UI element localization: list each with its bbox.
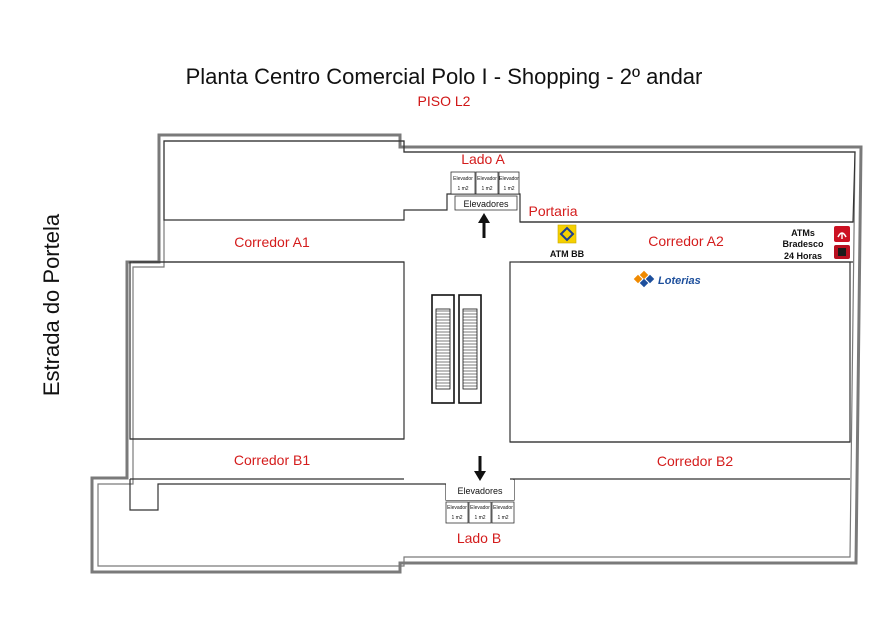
portaria-label: Portaria bbox=[528, 203, 577, 219]
elevator-car-capacity: 1 m2 bbox=[457, 186, 468, 192]
elevator-car-label: Elevador bbox=[493, 505, 513, 511]
elevator-car-capacity: 1 m2 bbox=[497, 515, 508, 521]
store-block-right bbox=[509, 261, 851, 443]
page-title: Planta Centro Comercial Polo I - Shoppin… bbox=[185, 64, 703, 89]
elevators-bottom: Elevadores Elevador 1 m2 Elevador 1 m2 E… bbox=[445, 480, 515, 524]
atm-bradesco-label-1: ATMs bbox=[791, 228, 815, 238]
loterias-icon bbox=[633, 270, 655, 288]
elevators-top: Elevador 1 m2 Elevador 1 m2 Elevador 1 m… bbox=[450, 171, 520, 211]
loterias-label: Loterias bbox=[658, 275, 701, 287]
bradesco-icon bbox=[834, 226, 850, 242]
elevator-car-label: Elevador bbox=[477, 176, 497, 182]
atm-bb-label: ATM BB bbox=[550, 249, 585, 259]
elevator-car-label: Elevador bbox=[499, 176, 519, 182]
elevator-car-label: Elevador bbox=[447, 505, 467, 511]
arrow-down-icon bbox=[474, 456, 486, 481]
atm-bradesco-label-3: 24 Horas bbox=[784, 251, 822, 261]
atm-bradesco-label-2: Bradesco bbox=[782, 239, 824, 249]
corredor-a1-label: Corredor A1 bbox=[234, 234, 310, 250]
24-horas-icon bbox=[834, 245, 850, 259]
elevator-car-label: Elevador bbox=[453, 176, 473, 182]
elevator-car-capacity: 1 m2 bbox=[481, 186, 492, 192]
elevators-label: Elevadores bbox=[457, 486, 503, 496]
corredor-a2-label: Corredor A2 bbox=[648, 233, 724, 249]
corredor-b1-label: Corredor B1 bbox=[234, 452, 310, 468]
elevator-car-label: Elevador bbox=[470, 505, 490, 511]
elevator-car-capacity: 1 m2 bbox=[474, 515, 485, 521]
elevator-car-capacity: 1 m2 bbox=[503, 186, 514, 192]
arrow-up-icon bbox=[478, 213, 490, 238]
elevator-car-capacity: 1 m2 bbox=[451, 515, 462, 521]
banco-do-brasil-icon bbox=[557, 224, 577, 244]
store-block-lado-a bbox=[163, 140, 856, 223]
lado-b-label: Lado B bbox=[457, 530, 501, 546]
lado-a-label: Lado A bbox=[461, 151, 505, 167]
corredor-b2-label: Corredor B2 bbox=[657, 453, 733, 469]
floor-subtitle: PISO L2 bbox=[417, 93, 471, 109]
escalators bbox=[431, 294, 482, 404]
elevators-label: Elevadores bbox=[463, 199, 509, 209]
store-block-left bbox=[129, 261, 405, 440]
